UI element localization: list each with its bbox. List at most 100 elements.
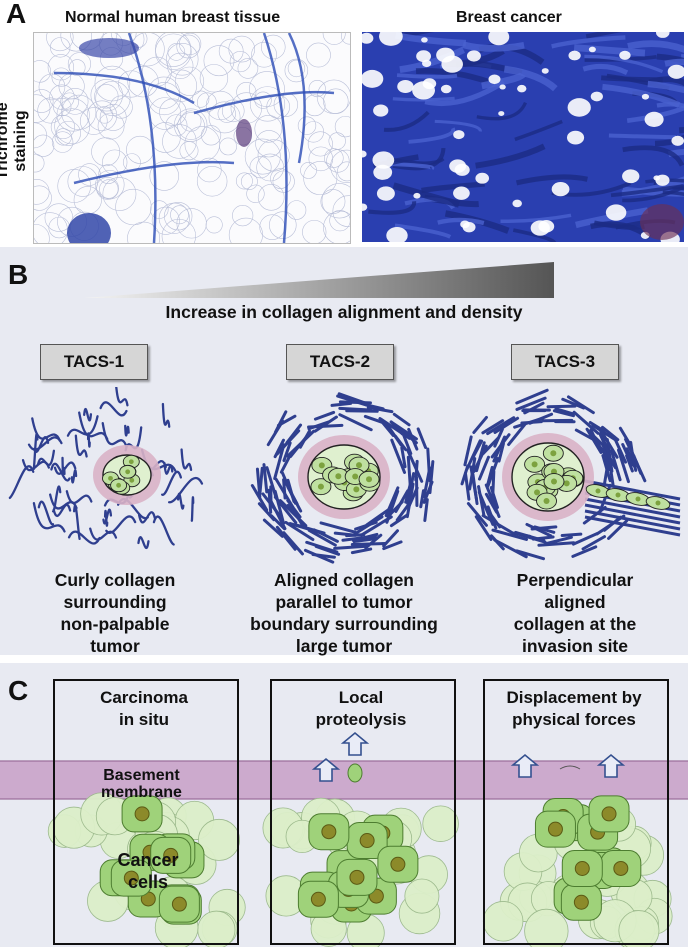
basement-membrane-label: Basement membrane	[101, 767, 182, 801]
tacs-1-caption: Curly collagen surrounding non-palpable …	[10, 569, 220, 657]
tacs-3-caption-line: Perpendicular	[516, 570, 634, 590]
aligned-collagen-fiber	[481, 514, 515, 535]
aligned-collagen-fiber	[588, 421, 606, 433]
aligned-collagen-fiber	[486, 416, 516, 436]
breast-cancer-title: Breast cancer	[456, 9, 562, 26]
lipid-void	[421, 37, 428, 43]
aligned-collagen-fiber	[525, 522, 553, 538]
forces-title-line: physical forces	[512, 710, 636, 729]
aligned-collagen-fiber	[560, 532, 583, 538]
collagen-septum	[262, 33, 288, 243]
proteolysis-title-line: Local	[338, 688, 384, 707]
cell-nucleus	[543, 498, 550, 505]
normal-tissue-title: Normal human breast tissue	[65, 9, 281, 26]
lipid-void	[372, 151, 395, 169]
basement-membrane-illustration	[0, 731, 688, 947]
aligned-collagen-fiber	[463, 471, 471, 501]
aligned-collagen-fiber	[566, 395, 595, 415]
curly-collagen-fiber	[36, 449, 56, 467]
aligned-collagen-fiber	[354, 520, 378, 531]
aligned-collagen-fiber	[520, 420, 543, 425]
aligned-collagen-fiber	[395, 503, 410, 522]
tacs-2-caption-line: parallel to tumor	[275, 592, 413, 612]
lipid-void	[551, 182, 570, 197]
normal-epithelial-cell	[618, 910, 660, 947]
lipid-void	[517, 84, 527, 93]
cancer-cell-nucleus	[163, 847, 179, 863]
curly-collagen-fiber	[190, 496, 195, 522]
curly-collagen-fiber	[66, 415, 99, 437]
tacs-1-label: TACS-1	[40, 344, 148, 380]
aligned-collagen-fiber	[609, 449, 622, 482]
lipid-void	[440, 84, 452, 94]
aligned-collagen-fiber	[497, 442, 505, 463]
aligned-collagen-fiber	[386, 500, 404, 519]
perpendicular-collagen-fiber	[584, 509, 681, 531]
aligned-collagen-fiber	[491, 470, 496, 503]
aligned-collagen-fiber	[423, 498, 429, 523]
physical-forces-box	[483, 679, 669, 945]
aligned-collagen-fiber	[273, 438, 285, 459]
collagen-septum	[73, 160, 235, 185]
panel-c: C Carcinoma in situ Local proteolysis Di…	[0, 663, 688, 947]
cancer-label-line: Cancer	[117, 850, 179, 870]
perpendicular-collagen-fiber	[584, 497, 681, 519]
lipid-void	[588, 46, 596, 53]
aligned-collagen-fiber	[581, 535, 607, 551]
aligned-collagen-fiber	[491, 528, 528, 541]
trichrome-staining-label: Trichrome staining	[0, 102, 29, 180]
lipid-void	[566, 130, 585, 145]
upward-arrow-icon	[311, 757, 341, 782]
cancer-cell-nucleus	[547, 821, 563, 837]
cancer-cell-nucleus	[601, 806, 617, 822]
cell-nucleus	[655, 500, 661, 506]
aligned-collagen-fiber	[273, 443, 286, 481]
curly-collagen-fiber	[53, 461, 77, 475]
lipid-void	[373, 164, 393, 180]
cancer-cell-nucleus	[123, 870, 139, 886]
cell-nucleus	[128, 459, 134, 465]
aligned-collagen-fiber	[552, 409, 575, 418]
curly-collagen-fiber	[137, 511, 156, 524]
aligned-collagen-fiber	[392, 412, 411, 427]
lipid-void	[376, 186, 395, 201]
tacs-2-caption-line: Aligned collagen	[273, 570, 415, 590]
curly-collagen-fiber	[78, 411, 109, 441]
aligned-collagen-fiber	[537, 541, 576, 547]
aligned-collagen-fiber	[350, 547, 373, 555]
proteolysis-title-line: proteolysis	[315, 710, 407, 729]
curly-collagen-fiber	[161, 402, 171, 428]
lipid-void	[605, 204, 627, 221]
local-proteolysis-title: Local proteolysis	[270, 687, 452, 731]
cancer-cell-nucleus	[573, 894, 589, 910]
aligned-collagen-fiber	[485, 465, 494, 488]
aligned-collagen-fiber	[288, 522, 326, 536]
curly-collagen-fiber	[176, 492, 185, 510]
upward-arrow-icon	[340, 731, 370, 756]
aligned-collagen-fiber	[313, 410, 336, 421]
aligned-collagen-fiber	[319, 521, 357, 534]
curly-collagen-fiber	[8, 465, 35, 500]
aligned-collagen-fiber	[359, 515, 393, 537]
aligned-collagen-fiber	[345, 409, 379, 413]
curly-collagen-fiber	[50, 462, 71, 482]
tacs-2-illustration	[250, 392, 435, 564]
cancer-cell-nucleus	[574, 860, 590, 876]
tacs-2-caption-line: large tumor	[295, 636, 393, 656]
lipid-void	[386, 227, 408, 242]
aligned-collagen-fiber	[393, 434, 408, 452]
carcinoma-in-situ-title: Carcinoma in situ	[53, 687, 235, 731]
normal-tissue-micrograph	[33, 32, 351, 244]
tacs-1-caption-line: surrounding	[63, 592, 167, 612]
aligned-collagen-fiber	[333, 544, 368, 550]
tacs-2-caption: Aligned collagen parallel to tumor bound…	[234, 569, 454, 657]
cancer-cell-nucleus	[321, 824, 337, 840]
panel-b-letter: B	[8, 259, 29, 290]
lipid-void	[671, 135, 684, 146]
cell-nucleus	[356, 462, 363, 469]
lipid-void	[373, 104, 389, 117]
aligned-collagen-fiber	[364, 533, 383, 550]
lipid-void	[462, 222, 476, 233]
normal-epithelial-cell	[404, 878, 440, 914]
aligned-collagen-fiber	[363, 414, 390, 426]
